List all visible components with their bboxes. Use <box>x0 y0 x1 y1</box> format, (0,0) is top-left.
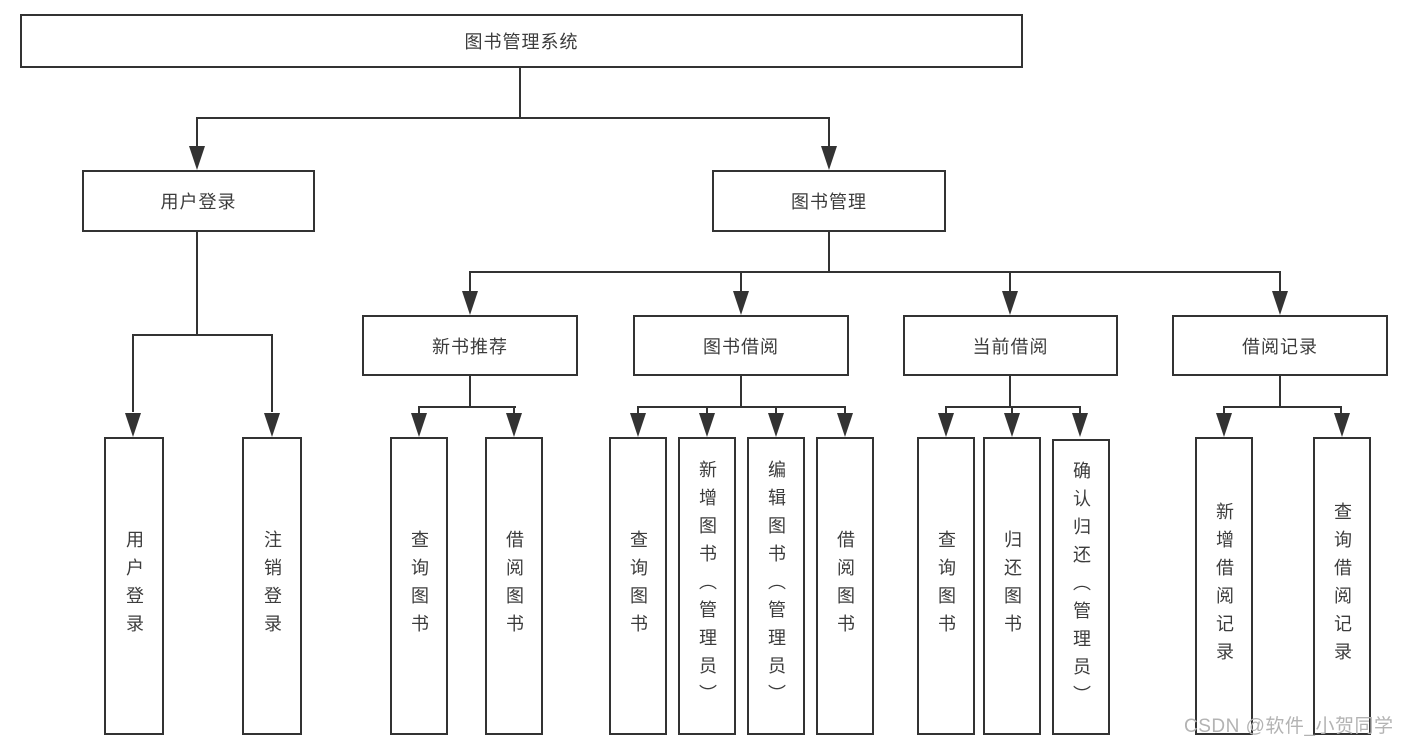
leaf-query-books-2: 查询图书 <box>609 437 667 735</box>
connector-line <box>740 376 742 408</box>
arrow-down-icon <box>1216 413 1232 437</box>
leaf-borrow-books-1: 借阅图书 <box>485 437 543 735</box>
arrow-down-icon <box>733 291 749 315</box>
connector-line <box>706 406 708 416</box>
node-current-borrow-label: 当前借阅 <box>972 336 1049 357</box>
arrow-down-icon <box>189 146 205 170</box>
arrow-down-icon <box>1004 413 1020 437</box>
arrow-down-icon <box>768 413 784 437</box>
connector-line <box>844 406 846 416</box>
arrow-down-icon <box>506 413 522 437</box>
connector-line <box>637 406 846 408</box>
connector-line <box>196 117 198 150</box>
node-book-management: 图书管理 <box>712 170 946 232</box>
leaf-query-borrow-record: 查询借阅记录 <box>1313 437 1371 735</box>
leaf-query-borrow-record-label: 查询借阅记录 <box>1332 502 1352 670</box>
connector-line <box>775 406 777 416</box>
node-new-book-recommend: 新书推荐 <box>362 315 578 376</box>
node-book-management-label: 图书管理 <box>791 192 867 212</box>
connector-line <box>1223 406 1225 416</box>
leaf-confirm-return-admin: 确认归还（管理员） <box>1052 439 1110 735</box>
arrow-down-icon <box>630 413 646 437</box>
arrow-down-icon <box>837 413 853 437</box>
leaf-query-books-1-label: 查询图书 <box>409 530 429 642</box>
leaf-user-login-label: 用户登录 <box>124 530 144 642</box>
arrow-down-icon <box>462 291 478 315</box>
leaf-query-books-3-label: 查询图书 <box>936 530 956 642</box>
arrow-down-icon <box>821 146 837 170</box>
arrow-down-icon <box>264 413 280 437</box>
connector-line <box>271 334 273 412</box>
leaf-return-book: 归还图书 <box>983 437 1041 735</box>
node-user-login-label: 用户登录 <box>160 192 237 212</box>
connector-line <box>197 117 830 119</box>
leaf-return-book-label: 归还图书 <box>1002 530 1022 642</box>
arrow-down-icon <box>1072 413 1088 437</box>
node-borrow-records: 借阅记录 <box>1172 315 1388 376</box>
node-root: 图书管理系统 <box>20 14 1023 68</box>
connector-line <box>132 334 273 336</box>
connector-line <box>945 406 947 416</box>
arrow-down-icon <box>1272 291 1288 315</box>
arrow-down-icon <box>411 413 427 437</box>
connector-line <box>1340 406 1342 416</box>
connector-line <box>740 271 742 293</box>
connector-line <box>1011 406 1013 416</box>
leaf-borrow-books-2: 借阅图书 <box>816 437 874 735</box>
arrow-down-icon <box>1002 291 1018 315</box>
connector-line <box>469 376 471 408</box>
connector-line <box>418 406 420 416</box>
leaf-query-books-3: 查询图书 <box>917 437 975 735</box>
leaf-add-book-admin: 新增图书（管理员） <box>678 437 736 735</box>
connector-line <box>945 406 1081 408</box>
connector-line <box>418 406 516 408</box>
leaf-query-books-1: 查询图书 <box>390 437 448 735</box>
leaf-confirm-return-admin-label: 确认归还（管理员） <box>1071 461 1091 713</box>
leaf-add-book-admin-label: 新增图书（管理员） <box>697 460 717 712</box>
node-book-borrow-label: 图书借阅 <box>703 336 779 357</box>
connector-line <box>1279 376 1281 408</box>
connector-line <box>469 271 471 293</box>
connector-line <box>519 66 521 119</box>
node-user-login: 用户登录 <box>82 170 315 232</box>
node-book-borrow: 图书借阅 <box>633 315 849 376</box>
arrow-down-icon <box>1334 413 1350 437</box>
connector-line <box>469 271 1280 273</box>
leaf-edit-book-admin: 编辑图书（管理员） <box>747 437 805 735</box>
arrow-down-icon <box>699 413 715 437</box>
watermark: CSDN @软件_小贺同学 <box>1184 716 1394 737</box>
connector-line <box>637 406 639 416</box>
connector-line <box>1079 406 1081 416</box>
leaf-edit-book-admin-label: 编辑图书（管理员） <box>766 460 786 712</box>
connector-line <box>132 334 134 412</box>
leaf-add-borrow-record-label: 新增借阅记录 <box>1214 502 1234 670</box>
connector-line <box>828 117 830 150</box>
connector-line <box>513 406 515 416</box>
leaf-add-borrow-record: 新增借阅记录 <box>1195 437 1253 735</box>
connector-line <box>1279 271 1281 293</box>
leaf-borrow-books-1-label: 借阅图书 <box>504 530 524 642</box>
connector-line <box>1009 271 1011 293</box>
leaf-logout-label: 注销登录 <box>262 530 282 642</box>
node-borrow-records-label: 借阅记录 <box>1242 336 1318 357</box>
node-new-book-recommend-label: 新书推荐 <box>432 336 508 357</box>
leaf-query-books-2-label: 查询图书 <box>628 530 648 642</box>
arrow-down-icon <box>125 413 141 437</box>
connector-line <box>1009 376 1011 408</box>
connector-line <box>1223 406 1342 408</box>
connector-line <box>828 232 830 273</box>
leaf-user-login: 用户登录 <box>104 437 164 735</box>
arrow-down-icon <box>938 413 954 437</box>
node-root-label: 图书管理系统 <box>464 32 579 52</box>
leaf-logout: 注销登录 <box>242 437 302 735</box>
leaf-borrow-books-2-label: 借阅图书 <box>835 530 855 642</box>
connector-line <box>196 232 198 336</box>
node-current-borrow: 当前借阅 <box>903 315 1118 376</box>
